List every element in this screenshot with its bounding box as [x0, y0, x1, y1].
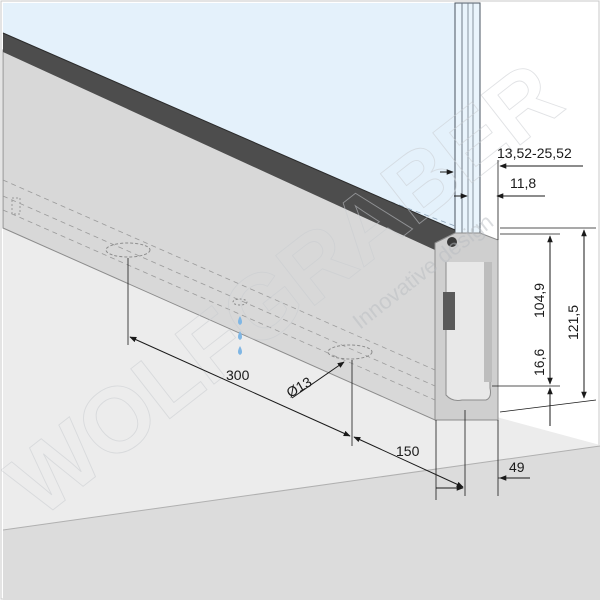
- dim-arrow: [129, 336, 351, 437]
- hidden-line: [2, 209, 436, 401]
- dim-arrow: [291, 361, 345, 399]
- clamp-block: [443, 292, 455, 330]
- dim-hole-spacing: 300: [226, 367, 250, 383]
- dim-inner-height: 104,9: [531, 283, 547, 318]
- hidden-slot: [11, 197, 21, 215]
- profile-slot: [445, 262, 491, 401]
- hidden-line: [2, 179, 436, 371]
- rubber-seal: [3, 33, 455, 250]
- clamp-wedge: [484, 262, 492, 382]
- dim-bottom-height: 16,6: [531, 349, 547, 376]
- slab-edge: [2, 445, 600, 531]
- seal-bead: [447, 237, 457, 247]
- dim-arrow: [353, 436, 464, 488]
- dim-profile-width: 49: [509, 459, 525, 475]
- dim-slot-offset: 11,8: [510, 175, 536, 191]
- water-drop-icon: [238, 316, 242, 325]
- mounting-hole: [105, 242, 151, 258]
- dim-glass-thickness: 13,52-25,52: [497, 145, 572, 161]
- dim-total-height: 121,5: [565, 305, 581, 340]
- rubber-seal-edge: [2, 32, 456, 231]
- dim-end-offset: 150: [396, 443, 420, 459]
- hidden-line: [2, 195, 436, 387]
- drain-hole: [232, 298, 248, 306]
- extension-line: [499, 399, 597, 413]
